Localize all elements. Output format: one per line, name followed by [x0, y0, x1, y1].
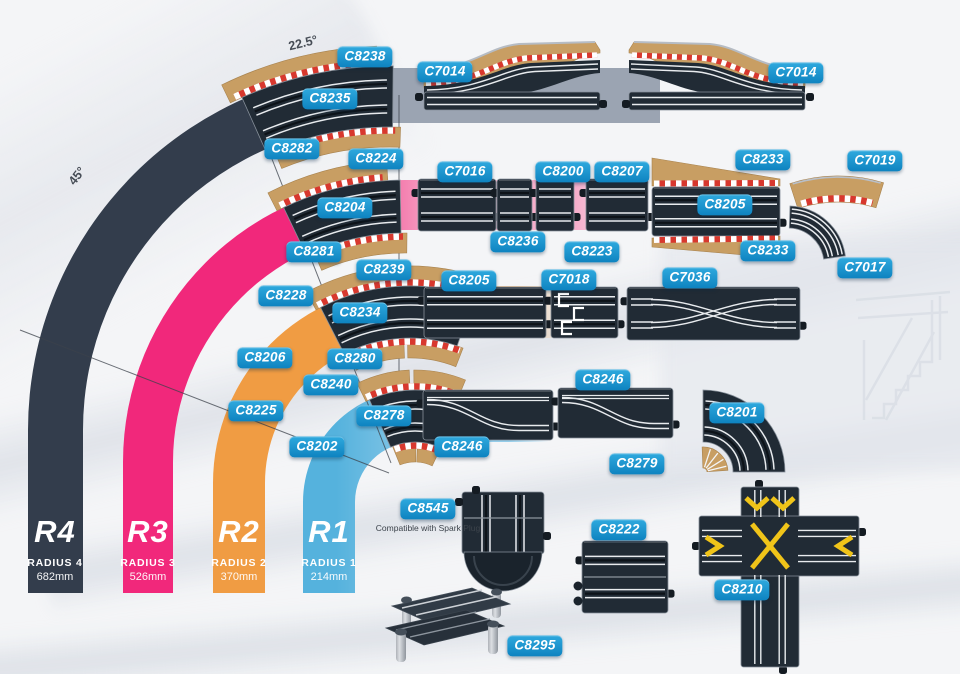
part-label-c8234-8: C8234 — [332, 302, 388, 324]
part-label-c8222-35: C8222 — [591, 519, 647, 541]
part-label-c8210-36: C8210 — [714, 579, 770, 601]
part-label-c8233-25: C8233 — [740, 240, 796, 262]
part-label-c8228-7: C8228 — [258, 285, 314, 307]
legend-code: R3 — [127, 514, 169, 549]
part-label-c8295-37: C8295 — [507, 635, 563, 657]
part-label-c8235-1: C8235 — [302, 88, 358, 110]
part-label-c8236-23: C8236 — [490, 231, 546, 253]
part-label-c7014-16: C7014 — [768, 62, 824, 84]
part-label-c8233-20: C8233 — [735, 149, 791, 171]
part-label-c8240-11: C8240 — [303, 374, 359, 396]
part-label-c7017-26: C7017 — [837, 257, 893, 279]
legend-name: RADIUS 1 — [301, 556, 357, 569]
part-label-c8207-19: C8207 — [594, 161, 650, 183]
legend-size: 370mm — [220, 571, 258, 584]
part-label-c7014-15: C7014 — [417, 61, 473, 83]
piece-c8210 — [692, 480, 866, 674]
legend-size: 214mm — [310, 571, 348, 584]
part-label-c7036-29: C7036 — [662, 267, 718, 289]
part-label-c8223-24: C8223 — [564, 241, 620, 263]
part-label-c8278-13: C8278 — [356, 405, 412, 427]
part-label-c8281-5: C8281 — [286, 241, 342, 263]
part-label-c8279-33: C8279 — [609, 453, 665, 475]
legend-name: RADIUS 2 — [211, 556, 267, 569]
part-label-c8224-3: C8224 — [348, 148, 404, 170]
part-label-c8282-2: C8282 — [264, 138, 320, 160]
piece-c7014-right — [622, 41, 814, 111]
piece-c8295 — [384, 587, 512, 662]
legend-size: 682mm — [36, 571, 74, 584]
legend-size: 526mm — [129, 571, 167, 584]
part-label-c8238-0: C8238 — [337, 46, 393, 68]
part-label-c8545-34: C8545 — [400, 498, 456, 520]
part-label-c8225-12: C8225 — [228, 400, 284, 422]
part-label-c8204-4: C8204 — [317, 197, 373, 219]
part-label-c8200-18: C8200 — [535, 161, 591, 183]
legend-code: R1 — [308, 514, 350, 549]
part-label-c7018-28: C7018 — [541, 269, 597, 291]
part-label-c8246-30: C8246 — [575, 369, 631, 391]
background-staircase — [855, 290, 951, 421]
c8545-note: Compatible with Spark Plug — [375, 523, 481, 533]
legend-code: R2 — [218, 514, 260, 549]
part-label-c8206-9: C8206 — [237, 347, 293, 369]
part-label-c8202-14: C8202 — [289, 436, 345, 458]
part-label-c8201-31: C8201 — [709, 402, 765, 424]
piece-c8545 — [455, 486, 551, 592]
part-label-c8205-27: C8205 — [441, 270, 497, 292]
part-label-c7016-17: C7016 — [437, 161, 493, 183]
legend-name: RADIUS 3 — [120, 556, 176, 569]
legend-code: R4 — [34, 514, 76, 549]
legend-name: RADIUS 4 — [27, 556, 83, 569]
part-label-c7019-21: C7019 — [847, 150, 903, 172]
part-label-c8205-22: C8205 — [697, 194, 753, 216]
part-label-c8246-32: C8246 — [434, 436, 490, 458]
part-label-c8280-10: C8280 — [327, 348, 383, 370]
part-label-c8239-6: C8239 — [356, 259, 412, 281]
